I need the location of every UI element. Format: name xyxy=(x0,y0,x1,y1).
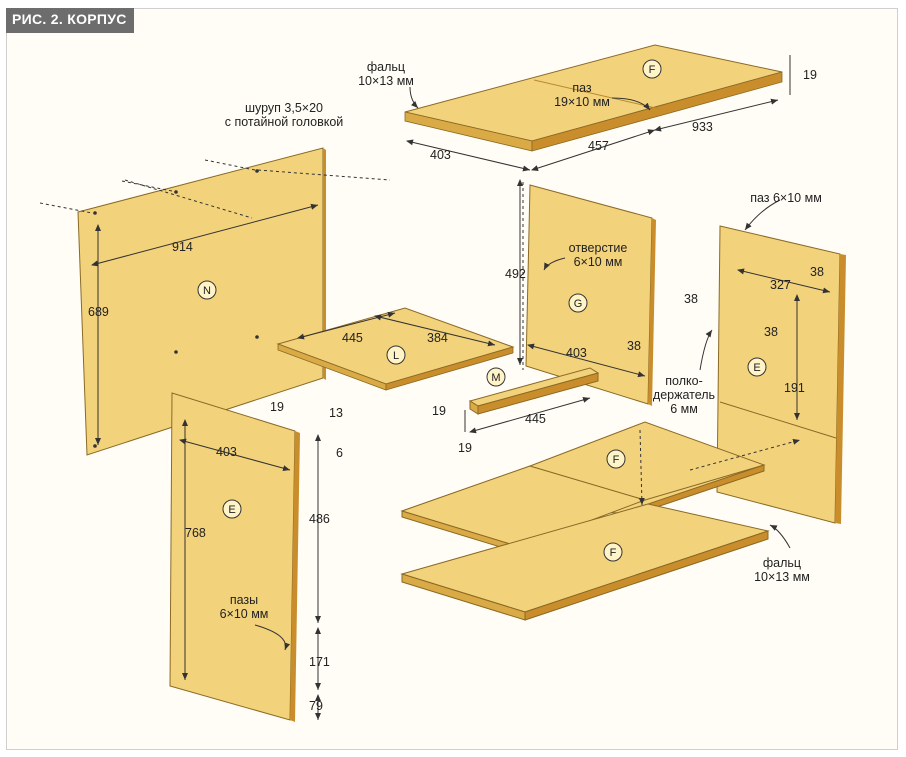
dim-rail-445: 445 xyxy=(525,412,546,426)
note-rabbet-bottom-1: фальц xyxy=(763,556,801,570)
note-rabbet-bottom-2: 10×13 мм xyxy=(754,570,810,584)
dim-shelf-445: 445 xyxy=(342,331,363,345)
dim-right-191: 191 xyxy=(784,381,805,395)
dim-right-38a: 38 xyxy=(810,265,824,279)
note-shelf-pin-1: полко- xyxy=(665,374,702,388)
dim-top-403: 403 xyxy=(430,148,451,162)
note-groove-top-2: 19×10 мм xyxy=(554,95,610,109)
dim-top-933: 933 xyxy=(692,120,713,134)
dim-top-thick: 19 xyxy=(803,68,817,82)
part-label-middle-f xyxy=(606,449,626,469)
dim-left-768: 768 xyxy=(185,526,206,540)
left-panel-e: E xyxy=(169,392,300,722)
svg-text:M: M xyxy=(491,372,500,384)
note-rabbet-top-1: фальц xyxy=(367,60,405,74)
part-label-divider-g xyxy=(568,293,588,313)
svg-text:E: E xyxy=(753,362,760,374)
dim-div-38b: 38 xyxy=(627,339,641,353)
svg-text:F: F xyxy=(613,454,620,466)
svg-text:L: L xyxy=(393,350,399,362)
dim-div-403: 403 xyxy=(566,346,587,360)
svg-text:G: G xyxy=(574,298,583,310)
dim-right-327: 327 xyxy=(770,278,791,292)
right-panel-e: E xyxy=(716,225,846,524)
dim-shelf-384: 384 xyxy=(427,331,448,345)
dim-left-6: 6 xyxy=(336,446,343,460)
dimension-lines xyxy=(91,55,831,720)
note-rabbet-top-2: 10×13 мм xyxy=(358,74,414,88)
dim-left-486: 486 xyxy=(309,512,330,526)
dim-back-689: 689 xyxy=(88,305,109,319)
dim-rail-19b: 19 xyxy=(458,441,472,455)
part-label-bottom-f xyxy=(603,542,623,562)
dim-left-13: 13 xyxy=(329,406,343,420)
annotations: фальц 10×13 мм паз 19×10 мм шуруп 3,5×20… xyxy=(220,60,822,621)
dim-left-171: 171 xyxy=(309,655,330,669)
note-hole-1: отверстие xyxy=(569,241,628,255)
svg-text:N: N xyxy=(203,285,211,297)
leader-lines xyxy=(254,86,791,651)
note-shelf-pin-2: держатель xyxy=(653,388,715,402)
note-groove-top-1: паз xyxy=(572,81,592,95)
dimension-labels: 19 403 457 933 914 689 445 384 492 403 3… xyxy=(88,68,824,713)
bottom-panel-f: F xyxy=(400,503,770,621)
part-label-right-e xyxy=(747,357,767,377)
dim-left-79: 79 xyxy=(309,699,323,713)
dim-div-492: 492 xyxy=(505,267,526,281)
svg-text:F: F xyxy=(610,547,617,559)
note-groove-right: паз 6×10 мм xyxy=(750,191,822,205)
part-label-back-n xyxy=(197,280,217,300)
svg-text:E: E xyxy=(228,504,235,516)
dim-top-457: 457 xyxy=(588,139,609,153)
note-grooves-1: пазы xyxy=(230,593,258,607)
dim-back-914: 914 xyxy=(172,240,193,254)
svg-text:F: F xyxy=(649,64,656,76)
dim-left-19: 19 xyxy=(270,400,284,414)
part-label-top-f xyxy=(642,59,662,79)
dim-right-38b: 38 xyxy=(764,325,778,339)
note-shelf-pin-3: 6 мм xyxy=(670,402,698,416)
dim-div-38a: 38 xyxy=(684,292,698,306)
rail-m: M xyxy=(468,367,600,415)
dim-left-403: 403 xyxy=(216,445,237,459)
note-screw-1: шуруп 3,5×20 xyxy=(245,101,323,115)
figure-title: РИС. 2. КОРПУС xyxy=(12,11,127,27)
figure-title-bar xyxy=(6,8,134,33)
part-label-rail-m xyxy=(486,367,506,387)
note-hole-2: 6×10 мм xyxy=(574,255,623,269)
part-label-left-e xyxy=(222,499,242,519)
note-grooves-2: 6×10 мм xyxy=(220,607,269,621)
note-screw-2: с потайной головкой xyxy=(225,115,344,129)
dim-rail-19a: 19 xyxy=(432,404,446,418)
